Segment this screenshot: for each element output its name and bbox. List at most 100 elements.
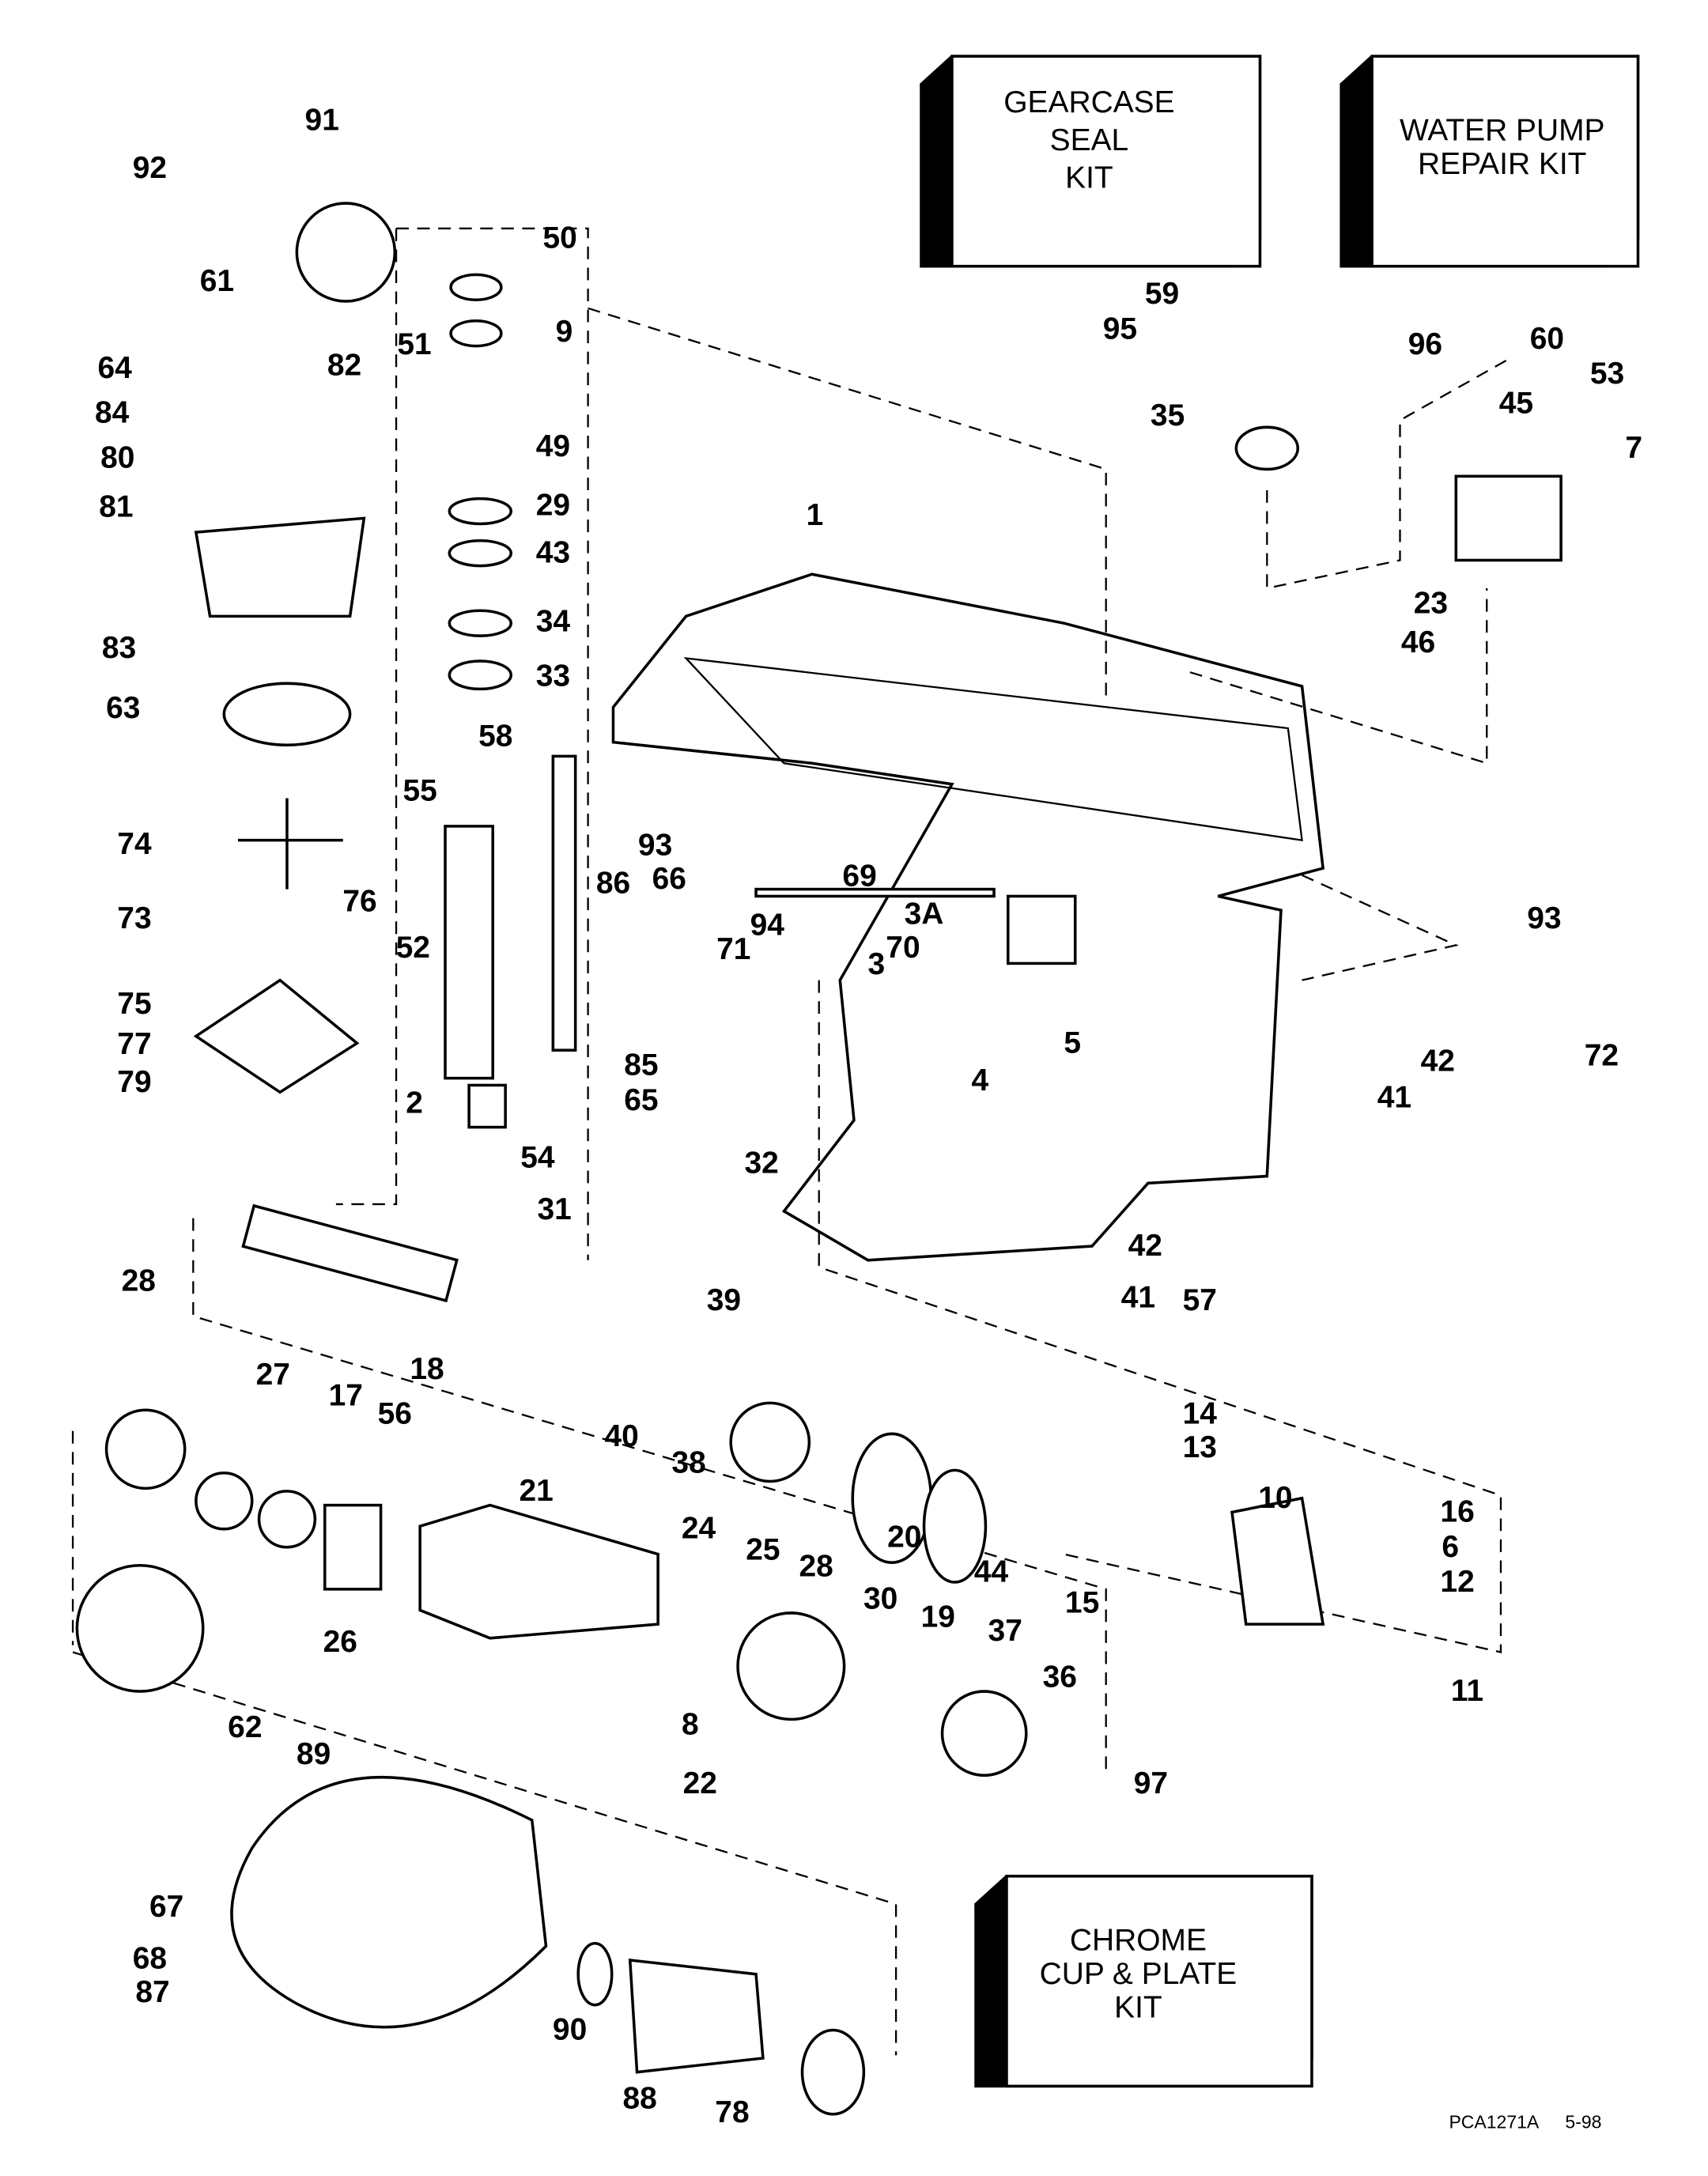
- callout-23: 23: [1414, 586, 1448, 620]
- gearcase-housing: [611, 572, 1325, 1262]
- callout-41: 41: [1121, 1281, 1155, 1315]
- svg-text:WATER PUMP: WATER PUMP: [1400, 113, 1605, 147]
- svg-text:GEARCASE: GEARCASE: [1003, 85, 1174, 119]
- callout-97: 97: [1134, 1766, 1168, 1800]
- callout-5: 5: [1064, 1026, 1081, 1060]
- callout-63: 63: [106, 691, 140, 725]
- callout-11: 11: [1451, 1674, 1483, 1708]
- callout-22: 22: [683, 1766, 717, 1800]
- callout-45: 45: [1499, 386, 1533, 420]
- callout-89: 89: [297, 1737, 331, 1771]
- callout-3A: 3A: [905, 897, 944, 931]
- callout-16: 16: [1440, 1495, 1474, 1529]
- callout-7: 7: [1625, 431, 1642, 465]
- callout-43: 43: [536, 536, 570, 570]
- gearcase-seal-kit-box: GEARCASE SEAL KIT: [920, 55, 1262, 268]
- callout-66: 66: [652, 862, 686, 896]
- water-pump-repair-kit-box: WATER PUMP REPAIR KIT: [1340, 55, 1640, 268]
- callout-4: 4: [972, 1063, 989, 1097]
- callout-14: 14: [1183, 1397, 1218, 1431]
- callout-20: 20: [887, 1520, 921, 1554]
- parts: [75, 202, 1563, 2116]
- callout-95: 95: [1103, 312, 1137, 346]
- callout-37: 37: [988, 1614, 1022, 1648]
- callout-69: 69: [842, 859, 876, 893]
- callout-38: 38: [671, 1446, 705, 1480]
- callout-54: 54: [520, 1141, 555, 1175]
- callout-62: 62: [228, 1710, 262, 1744]
- callout-80: 80: [100, 440, 134, 474]
- callout-2: 2: [406, 1086, 423, 1120]
- callout-25: 25: [746, 1532, 780, 1566]
- callout-60: 60: [1530, 322, 1564, 356]
- callout-78: 78: [715, 2095, 749, 2129]
- callout-28: 28: [799, 1550, 833, 1584]
- callout-9: 9: [556, 315, 573, 349]
- svg-text:REPAIR KIT: REPAIR KIT: [1418, 147, 1586, 181]
- callout-84: 84: [95, 396, 130, 430]
- callout-3: 3: [867, 947, 885, 981]
- callout-88: 88: [622, 2081, 656, 2115]
- callout-53: 53: [1590, 357, 1624, 391]
- svg-text:CHROME: CHROME: [1070, 1924, 1207, 1958]
- callout-52: 52: [396, 931, 430, 965]
- callout-87: 87: [135, 1975, 169, 2009]
- callout-32: 32: [744, 1147, 778, 1181]
- callout-19: 19: [921, 1600, 955, 1634]
- callout-27: 27: [256, 1358, 290, 1392]
- callout-94: 94: [750, 909, 785, 943]
- callout-73: 73: [117, 901, 151, 935]
- callout-76: 76: [342, 885, 376, 919]
- callout-71: 71: [716, 932, 750, 966]
- figure-date: 5-98: [1565, 2111, 1601, 2132]
- callout-35: 35: [1151, 399, 1185, 433]
- callout-57: 57: [1183, 1283, 1217, 1317]
- callout-24: 24: [682, 1512, 716, 1546]
- callout-86: 86: [596, 867, 630, 901]
- callout-18: 18: [410, 1352, 444, 1386]
- callout-49: 49: [536, 429, 570, 463]
- callout-34: 34: [536, 604, 571, 638]
- callout-93: 93: [1527, 901, 1561, 935]
- callout-96: 96: [1408, 327, 1442, 361]
- callout-1: 1: [807, 498, 824, 532]
- callout-28: 28: [122, 1264, 156, 1298]
- callout-44: 44: [974, 1555, 1009, 1589]
- callout-12: 12: [1440, 1565, 1474, 1599]
- callout-61: 61: [200, 264, 234, 298]
- callout-85: 85: [624, 1048, 658, 1082]
- callout-56: 56: [378, 1397, 412, 1431]
- callout-55: 55: [402, 774, 436, 808]
- callout-59: 59: [1145, 277, 1179, 311]
- callout-51: 51: [397, 327, 431, 361]
- callout-83: 83: [102, 631, 136, 665]
- callout-8: 8: [682, 1708, 699, 1742]
- callout-79: 79: [117, 1065, 151, 1099]
- callout-13: 13: [1183, 1430, 1217, 1464]
- svg-text:KIT: KIT: [1114, 1991, 1162, 2025]
- callout-65: 65: [624, 1083, 658, 1117]
- callout-39: 39: [707, 1283, 741, 1317]
- callout-82: 82: [327, 348, 361, 382]
- callout-90: 90: [553, 2013, 587, 2047]
- svg-text:CUP & PLATE: CUP & PLATE: [1040, 1957, 1238, 1991]
- callout-6: 6: [1442, 1530, 1459, 1564]
- figure-code: PCA1271A: [1449, 2111, 1539, 2132]
- callout-21: 21: [519, 1474, 553, 1508]
- callout-64: 64: [98, 351, 133, 385]
- callout-68: 68: [133, 1941, 167, 1975]
- callout-15: 15: [1065, 1586, 1099, 1620]
- callout-31: 31: [537, 1192, 571, 1226]
- callout-17: 17: [329, 1379, 363, 1413]
- callout-labels: 9192506195182648449802981433433836358557…: [95, 104, 1642, 2129]
- callout-75: 75: [117, 987, 151, 1021]
- callout-40: 40: [604, 1419, 638, 1453]
- callout-58: 58: [478, 720, 512, 754]
- callout-92: 92: [133, 151, 167, 185]
- callout-42: 42: [1421, 1044, 1455, 1078]
- svg-text:KIT: KIT: [1065, 161, 1113, 195]
- callout-91: 91: [305, 104, 339, 138]
- callout-42: 42: [1128, 1229, 1162, 1263]
- callout-36: 36: [1043, 1660, 1077, 1694]
